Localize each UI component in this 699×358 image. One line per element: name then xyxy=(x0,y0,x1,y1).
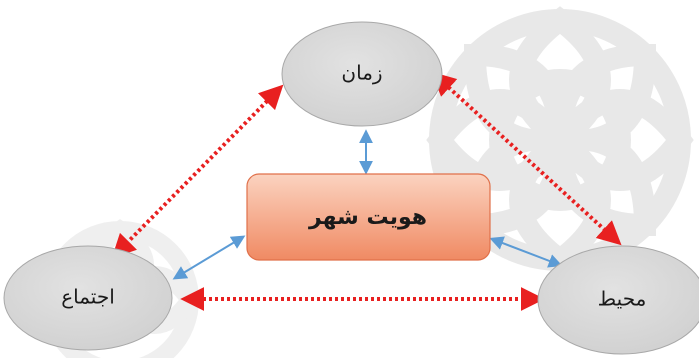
node-time-label: زمان xyxy=(341,61,382,85)
center-box-shape xyxy=(246,173,491,261)
connector-top-right xyxy=(431,71,622,246)
node-society-shape xyxy=(3,245,173,351)
connector-center-right xyxy=(489,236,563,268)
node-environment: محیط xyxy=(537,245,699,355)
connector-center-left xyxy=(172,235,246,280)
node-time-shape xyxy=(281,21,443,127)
node-environment-shape xyxy=(537,245,699,355)
node-environment-label: محیط xyxy=(598,287,647,311)
node-society: اجتماع xyxy=(3,245,173,351)
center-box-label: هویت شهر xyxy=(308,205,427,230)
center-box: هویت شهر xyxy=(246,173,491,261)
node-time: زمان xyxy=(281,21,443,127)
node-society-label: اجتماع xyxy=(61,285,115,309)
